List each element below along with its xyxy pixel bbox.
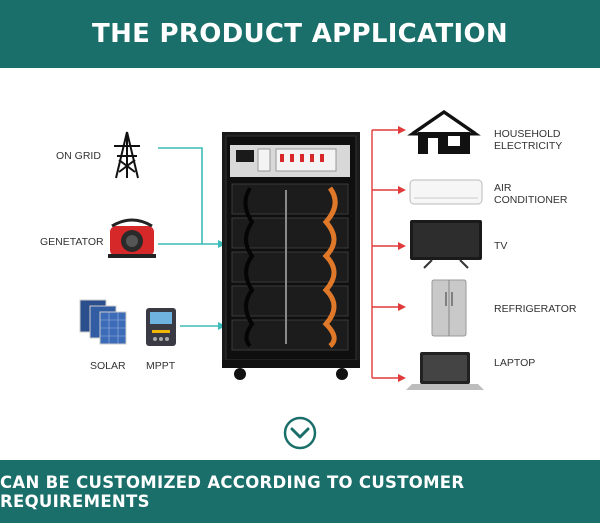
label-laptop: LAPTOP	[494, 357, 536, 369]
input-lines	[158, 147, 218, 327]
page-title: THE PRODUCT APPLICATION	[0, 0, 600, 68]
battery-cabinet	[222, 132, 360, 380]
solar-panel-icon	[79, 299, 127, 345]
tv-icon	[410, 220, 482, 269]
label-on-grid: ON GRID	[56, 150, 101, 162]
grid-line	[158, 147, 203, 244]
footer-banner: CAN BE CUSTOMIZED ACCORDING TO CUSTOMER …	[0, 460, 600, 523]
mppt-controller-icon	[146, 308, 176, 346]
battery-modules	[231, 183, 349, 351]
label-generator: GENETATOR	[40, 236, 104, 248]
output-lines	[371, 129, 398, 379]
house-icon	[407, 110, 481, 154]
power-tower-icon	[114, 131, 140, 179]
label-air-conditioner: AIR CONDITIONER	[494, 182, 568, 206]
chevron-down-circle-icon	[283, 416, 317, 450]
label-tv: TV	[494, 240, 508, 252]
label-household: HOUSEHOLD ELECTRICITY	[494, 128, 563, 152]
label-mppt: MPPT	[146, 360, 176, 372]
air-conditioner-icon	[409, 179, 483, 205]
label-refrigerator: REFRIGERATOR	[494, 303, 577, 315]
generator-icon	[108, 218, 156, 258]
laptop-icon	[406, 352, 484, 390]
refrigerator-icon	[431, 279, 467, 337]
label-solar: SOLAR	[90, 360, 126, 372]
output-arrow-heads	[398, 126, 406, 382]
